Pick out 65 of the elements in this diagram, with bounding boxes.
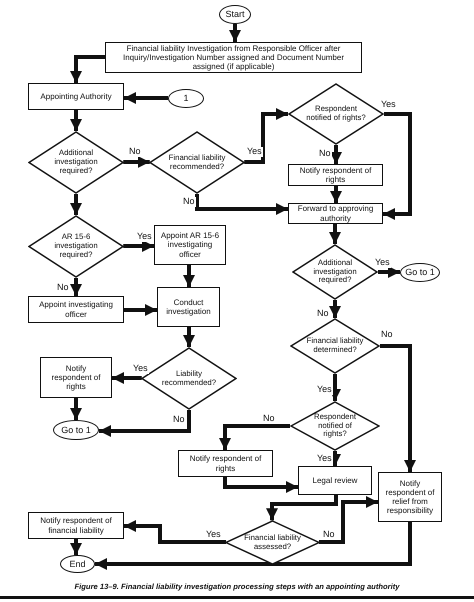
- process-box: Financial liability Investigation from Responsible Officer after Inquiry/Investigation Number assigned and Document Number assigned (if applicable): [105, 42, 362, 73]
- process-box: Forward to approving authority: [288, 203, 383, 224]
- terminal-oval: Start: [219, 5, 251, 24]
- edge-label: No: [316, 309, 330, 319]
- process-box: Legal review: [298, 466, 372, 495]
- process-box: Appointing Authority: [28, 83, 124, 110]
- arrow: [70, 194, 82, 215]
- arrow: [266, 495, 338, 520]
- arrow: [70, 539, 82, 555]
- arrow: [219, 424, 290, 450]
- arrow: [70, 55, 105, 83]
- edge-label: Yes: [316, 454, 333, 464]
- edge-label: No: [182, 197, 196, 207]
- edge-label: No: [128, 147, 142, 157]
- edge-label: No: [322, 530, 336, 540]
- arrow: [124, 92, 168, 104]
- edge-label: Yes: [205, 530, 222, 540]
- arrow: [318, 496, 378, 544]
- process-box: Appoint investigating officer: [28, 296, 124, 323]
- edge-label: No: [56, 283, 70, 293]
- edge-label: No: [172, 415, 186, 425]
- arrow: [95, 522, 412, 570]
- arrow: [70, 398, 82, 420]
- arrow: [99, 410, 191, 437]
- arrow: [70, 110, 82, 131]
- arrow: [123, 240, 154, 252]
- arrow: [329, 224, 341, 244]
- process-box: Notify respondent of financial liability: [28, 512, 124, 539]
- arrow: [330, 186, 342, 203]
- arrow: [378, 266, 400, 278]
- terminal-oval: 1: [168, 89, 204, 108]
- arrow: [244, 108, 288, 164]
- process-box: Conduct investigation: [157, 287, 220, 327]
- process-box: Notify respondent of relief from responsibility: [378, 472, 442, 522]
- arrow: [330, 145, 342, 164]
- arrow: [229, 24, 241, 42]
- edge-label: Yes: [316, 385, 333, 395]
- arrow: [123, 156, 150, 168]
- arrow: [329, 300, 341, 318]
- terminal-oval: Go to 1: [53, 420, 99, 440]
- arrow: [124, 304, 157, 316]
- arrow: [223, 477, 298, 493]
- terminal-oval: Go to 1: [400, 263, 440, 282]
- process-box: Appoint AR 15-6 investigating officer: [154, 225, 226, 265]
- arrow: [183, 265, 195, 287]
- process-box: Notify respondent of rights: [288, 164, 383, 186]
- edge-label: Yes: [246, 147, 263, 157]
- edge-label: No: [318, 149, 332, 159]
- edge-label: No: [262, 414, 276, 424]
- arrow: [112, 372, 142, 384]
- edge-label: Yes: [136, 232, 153, 242]
- terminal-oval: End: [60, 555, 95, 573]
- process-box: Notify respondent of rights: [178, 450, 273, 477]
- arrow: [383, 112, 412, 220]
- arrow: [70, 278, 82, 296]
- edge-label: Yes: [380, 100, 397, 110]
- process-box: Notify respondent of rights: [40, 357, 112, 398]
- arrow: [124, 520, 226, 544]
- edge-label: Yes: [132, 364, 149, 374]
- arrow: [329, 374, 341, 401]
- arrow: [380, 344, 416, 472]
- arrow: [195, 194, 288, 215]
- edge-label: No: [380, 330, 394, 340]
- arrow: [183, 327, 195, 347]
- edge-label: Yes: [374, 258, 391, 268]
